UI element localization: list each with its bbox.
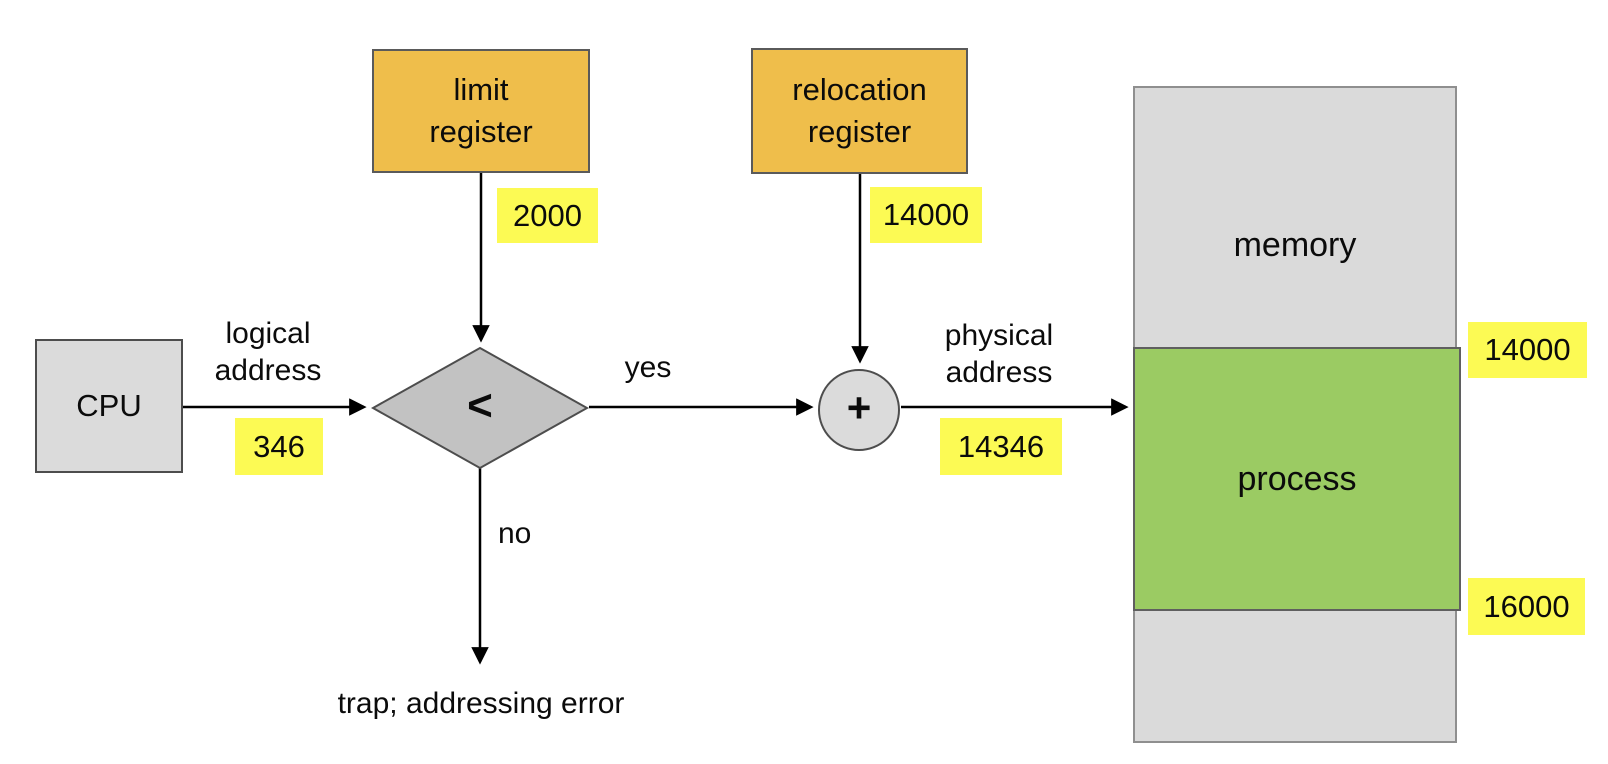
logical-address-line1: logical [225,317,311,350]
cpu-label: CPU [76,388,142,423]
comparator-diamond-shape [371,346,589,470]
physical-address-line1: physical [944,319,1054,352]
process-end-address-value: 16000 [1468,578,1585,635]
relocation-register-value: 14000 [870,187,982,243]
relocation-register-node: relocation register [751,48,968,174]
logical-address-line2: address [214,353,322,387]
relocation-register-label-line1: relocation [792,72,927,108]
limit-register-label-line1: limit [453,72,509,108]
adder-node: + [818,369,900,451]
physical-address-line2: address [945,355,1053,389]
physical-address-value: 14346 [940,418,1062,475]
comparator-node: < [371,346,589,470]
cpu-node: CPU [35,339,183,473]
process-region: process [1133,347,1461,611]
trap-error-label: trap; addressing error [337,687,625,720]
logical-address-label: logical address [188,316,348,389]
yes-branch-label: yes [624,351,672,384]
adder-symbol: + [846,384,872,431]
relocation-register-label-line2: register [807,114,912,149]
limit-register-label-line2: register [429,114,533,149]
memory-node: memory process [1133,86,1461,743]
comparator-symbol: < [467,381,493,430]
limit-register-node: limit register [372,49,590,173]
no-branch-label: no [498,517,532,550]
physical-address-label: physical address [928,318,1070,391]
memory-label: memory [1233,226,1357,264]
logical-address-value: 346 [235,418,323,475]
process-label: process [1237,459,1357,498]
process-start-address-value: 14000 [1468,322,1587,378]
limit-register-value: 2000 [497,188,598,243]
